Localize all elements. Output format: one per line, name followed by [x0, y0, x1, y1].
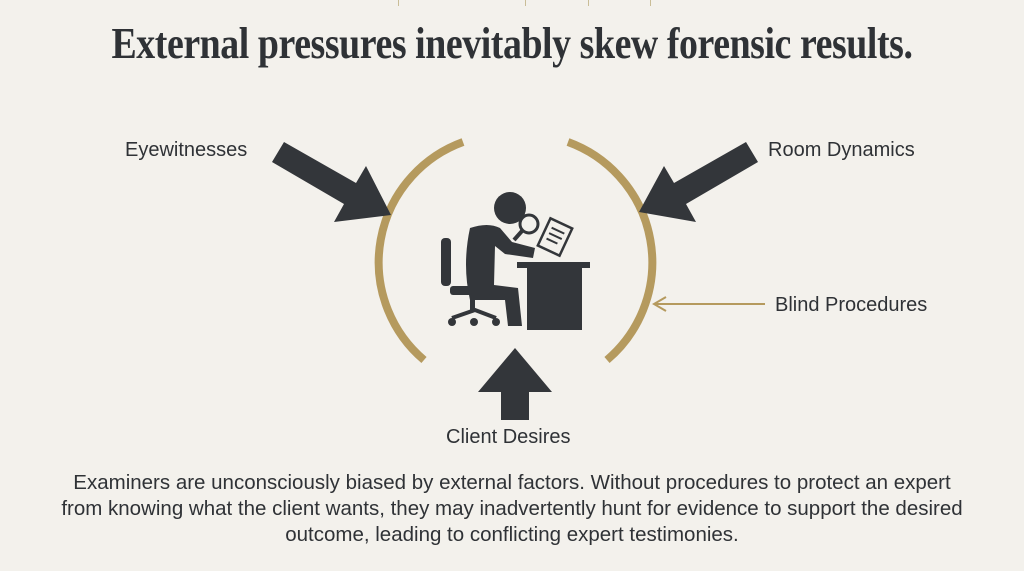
room-dynamics-arrow-icon: [639, 142, 758, 222]
factor-room-dynamics: Room Dynamics: [768, 139, 915, 161]
factor-eyewitnesses: Eyewitnesses: [125, 139, 248, 161]
factor-client-desires: Client Desires: [446, 426, 571, 448]
blind-procedures-arrow-icon: [652, 296, 765, 312]
decorative-tick: [588, 0, 589, 6]
decorative-tick: [650, 0, 651, 6]
client-desires-arrow-icon: [478, 348, 552, 420]
eyewitnesses-arrow-icon: [272, 142, 391, 222]
examiner-at-desk-icon: [441, 192, 590, 330]
factor-blind-procedures: Blind Procedures: [775, 294, 928, 316]
decorative-tick: [525, 0, 526, 6]
left-shield-arc: [374, 138, 465, 364]
description-text: Examiners are unconsciously biased by ex…: [61, 471, 963, 546]
right-shield-arc: [566, 138, 657, 364]
decorative-tick: [398, 0, 399, 6]
slide-title: External pressures inevitably skew foren…: [111, 19, 913, 68]
